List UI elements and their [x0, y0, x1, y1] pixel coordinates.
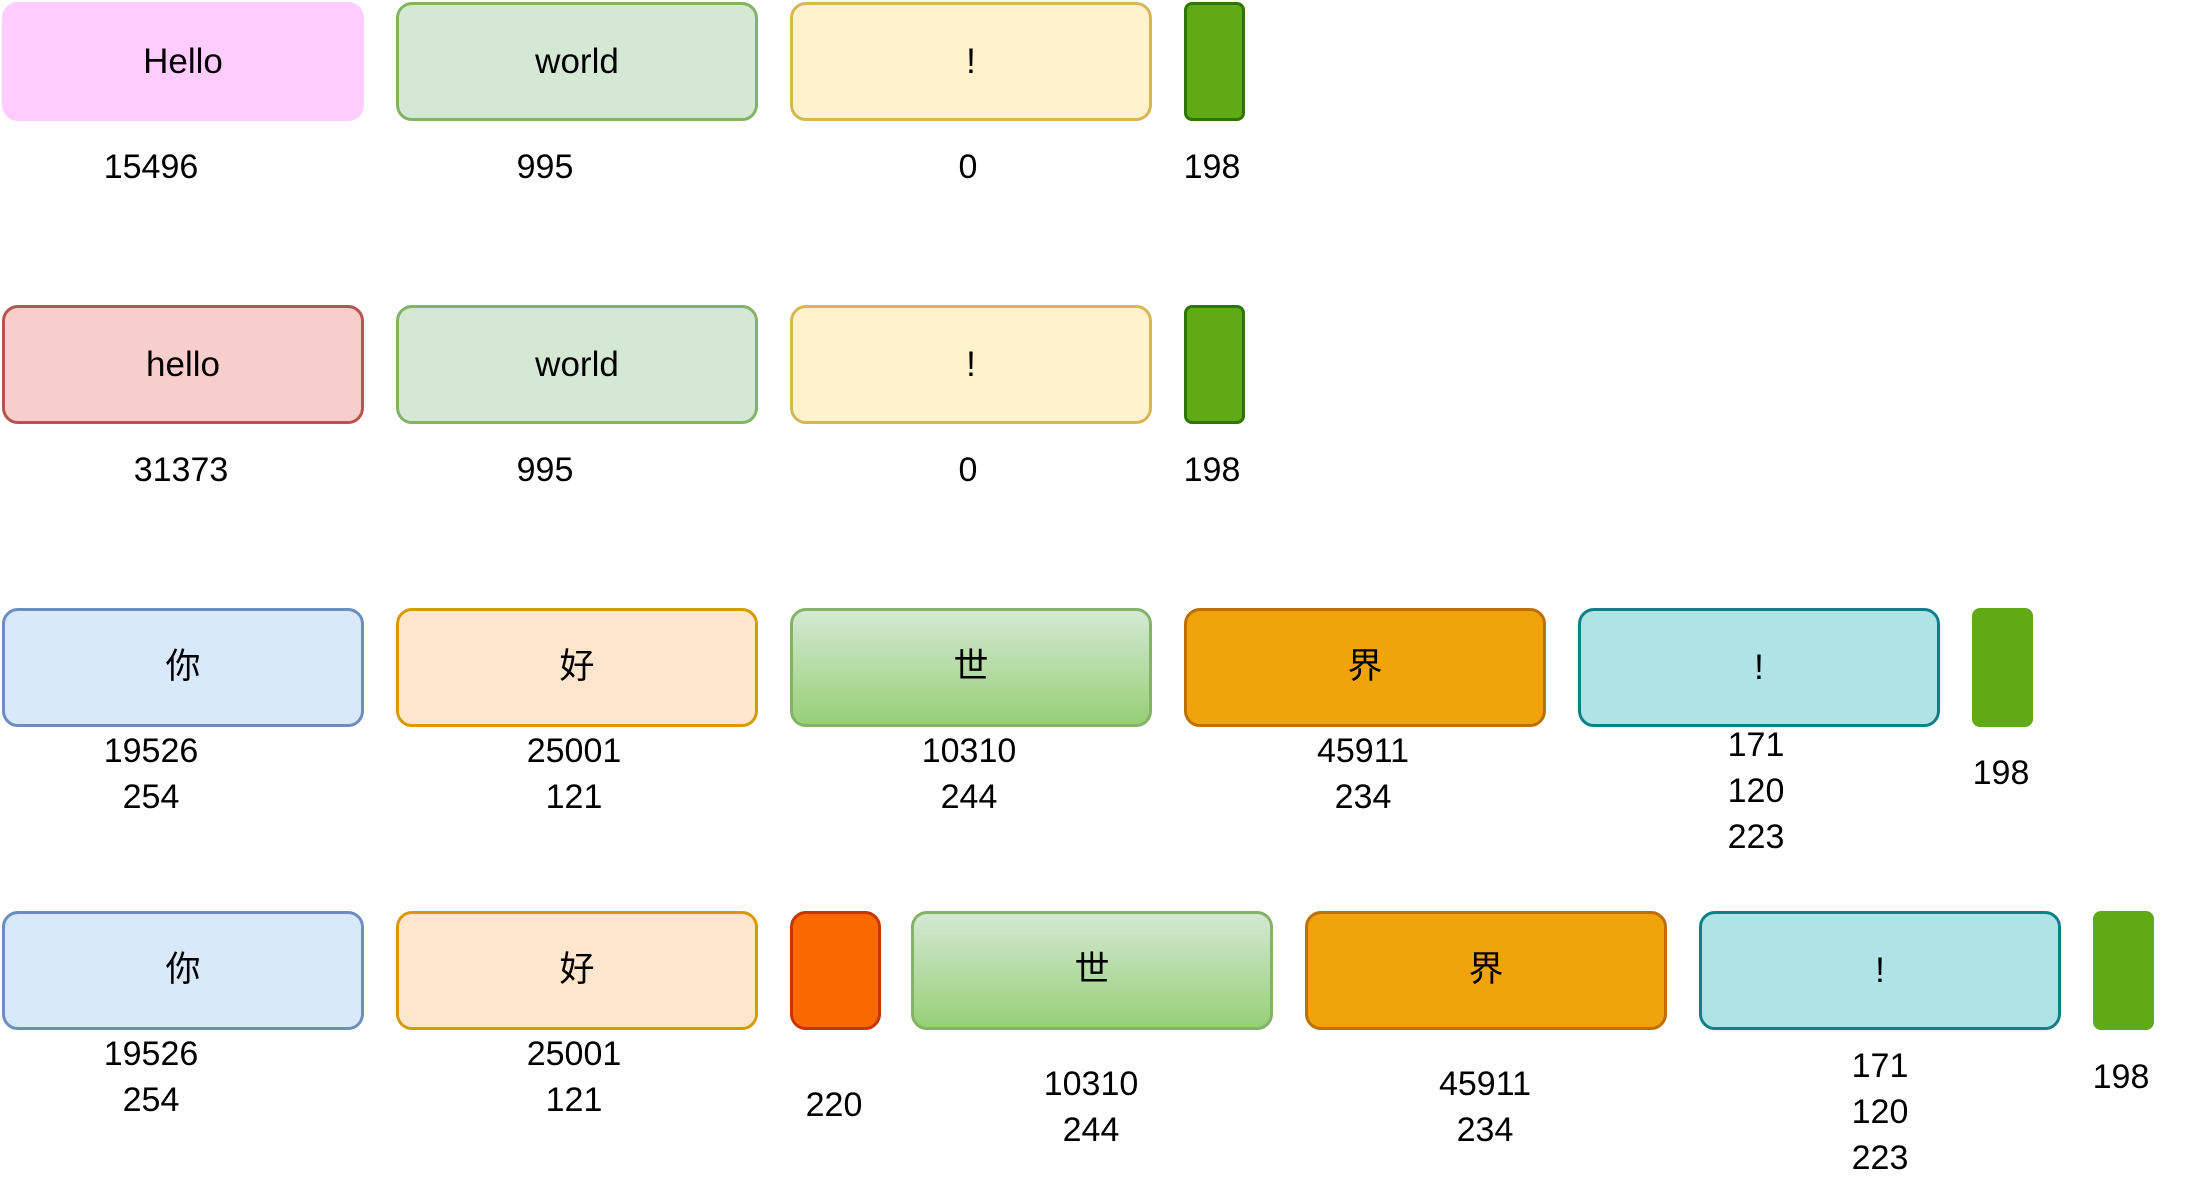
- token-id-label: 0: [878, 447, 1058, 493]
- token-id: 198: [2092, 1058, 2150, 1096]
- token-id: 244: [940, 778, 998, 816]
- token-id-label: 995: [455, 447, 635, 493]
- token-box: !: [790, 2, 1152, 121]
- token-id: 120: [1851, 1093, 1909, 1131]
- token-id: 121: [545, 778, 603, 816]
- token-id: 254: [122, 1081, 180, 1119]
- token-id: 10310: [1043, 1065, 1139, 1103]
- token-id-label: 19526 254: [61, 1031, 241, 1123]
- token-id-label: 198: [1122, 447, 1302, 493]
- token-box: 好: [396, 911, 758, 1030]
- token-box: !: [1578, 608, 1940, 727]
- token-box: world: [396, 2, 758, 121]
- token-box: !: [1699, 911, 2061, 1030]
- token-text: 世: [953, 647, 989, 687]
- token-id-label: 45911 234: [1395, 1061, 1575, 1153]
- token-text: Hello: [143, 42, 223, 81]
- token-text: 好: [559, 647, 595, 687]
- end-marker-box: [1184, 2, 1245, 121]
- token-id: 244: [1062, 1111, 1120, 1149]
- end-marker-box: [1972, 608, 2033, 727]
- token-id-label: 0: [878, 144, 1058, 190]
- token-id: 120: [1727, 772, 1785, 810]
- token-id: 995: [516, 451, 574, 489]
- token-id-label: 45911 234: [1273, 728, 1453, 820]
- token-box: !: [790, 305, 1152, 424]
- token-id: 31373: [133, 451, 229, 489]
- token-id-label: 10310 244: [1001, 1061, 1181, 1153]
- token-id: 0: [958, 148, 978, 186]
- token-id-label: 15496: [61, 144, 241, 190]
- token-text: 好: [559, 950, 595, 990]
- token-id: 10310: [921, 732, 1017, 770]
- token-id: 15496: [103, 148, 199, 186]
- token-id: 25001: [526, 732, 622, 770]
- token-text: !: [1754, 648, 1764, 687]
- token-text: 世: [1074, 950, 1110, 990]
- token-text: 界: [1347, 647, 1383, 687]
- token-text: !: [1875, 951, 1885, 990]
- token-id-label: 25001 121: [484, 728, 664, 820]
- token-text: world: [535, 345, 619, 384]
- token-id: 234: [1456, 1111, 1514, 1149]
- token-id: 19526: [103, 1035, 199, 1073]
- token-id: 121: [545, 1081, 603, 1119]
- token-text: !: [966, 42, 976, 81]
- token-box: 界: [1305, 911, 1667, 1030]
- token-text: 你: [165, 950, 201, 990]
- token-id: 171: [1727, 726, 1785, 764]
- token-id-label: 25001 121: [484, 1031, 664, 1123]
- token-id-label: 220: [744, 1082, 924, 1128]
- token-text: hello: [146, 345, 220, 384]
- token-id: 254: [122, 778, 180, 816]
- token-id: 198: [1183, 451, 1241, 489]
- token-id: 223: [1851, 1139, 1909, 1177]
- token-id: 223: [1727, 818, 1785, 856]
- token-text: 你: [165, 647, 201, 687]
- token-id-label: 198: [1122, 144, 1302, 190]
- token-id-label: 198: [1911, 750, 2091, 796]
- token-id: 220: [805, 1086, 863, 1124]
- token-box: hello: [2, 305, 364, 424]
- token-box: 好: [396, 608, 758, 727]
- token-id-label: 171 120 223: [1790, 1043, 1970, 1181]
- token-id: 25001: [526, 1035, 622, 1073]
- token-id: 45911: [1438, 1065, 1532, 1103]
- token-box: 你: [2, 608, 364, 727]
- token-id-label: 10310 244: [879, 728, 1059, 820]
- token-id: 171: [1851, 1047, 1909, 1085]
- token-id: 19526: [103, 732, 199, 770]
- token-text: world: [535, 42, 619, 81]
- token-id-label: 171 120 223: [1666, 722, 1846, 860]
- token-id-label: 198: [2031, 1054, 2193, 1100]
- token-box: 界: [1184, 608, 1546, 727]
- token-id: 198: [1183, 148, 1241, 186]
- token-id-label: 19526 254: [61, 728, 241, 820]
- token-id: 45911: [1316, 732, 1410, 770]
- space-token-box: [790, 911, 881, 1030]
- token-box: world: [396, 305, 758, 424]
- token-box: 世: [790, 608, 1152, 727]
- token-id: 995: [516, 148, 574, 186]
- token-id: 198: [1972, 754, 2030, 792]
- token-box: 你: [2, 911, 364, 1030]
- token-id-label: 995: [455, 144, 635, 190]
- token-box: Hello: [2, 2, 364, 121]
- token-id: 0: [958, 451, 978, 489]
- token-box: 世: [911, 911, 1273, 1030]
- token-text: 界: [1468, 950, 1504, 990]
- end-marker-box: [1184, 305, 1245, 424]
- token-text: !: [966, 345, 976, 384]
- token-id-label: 31373: [91, 447, 271, 493]
- end-marker-box: [2093, 911, 2154, 1030]
- token-id: 234: [1334, 778, 1392, 816]
